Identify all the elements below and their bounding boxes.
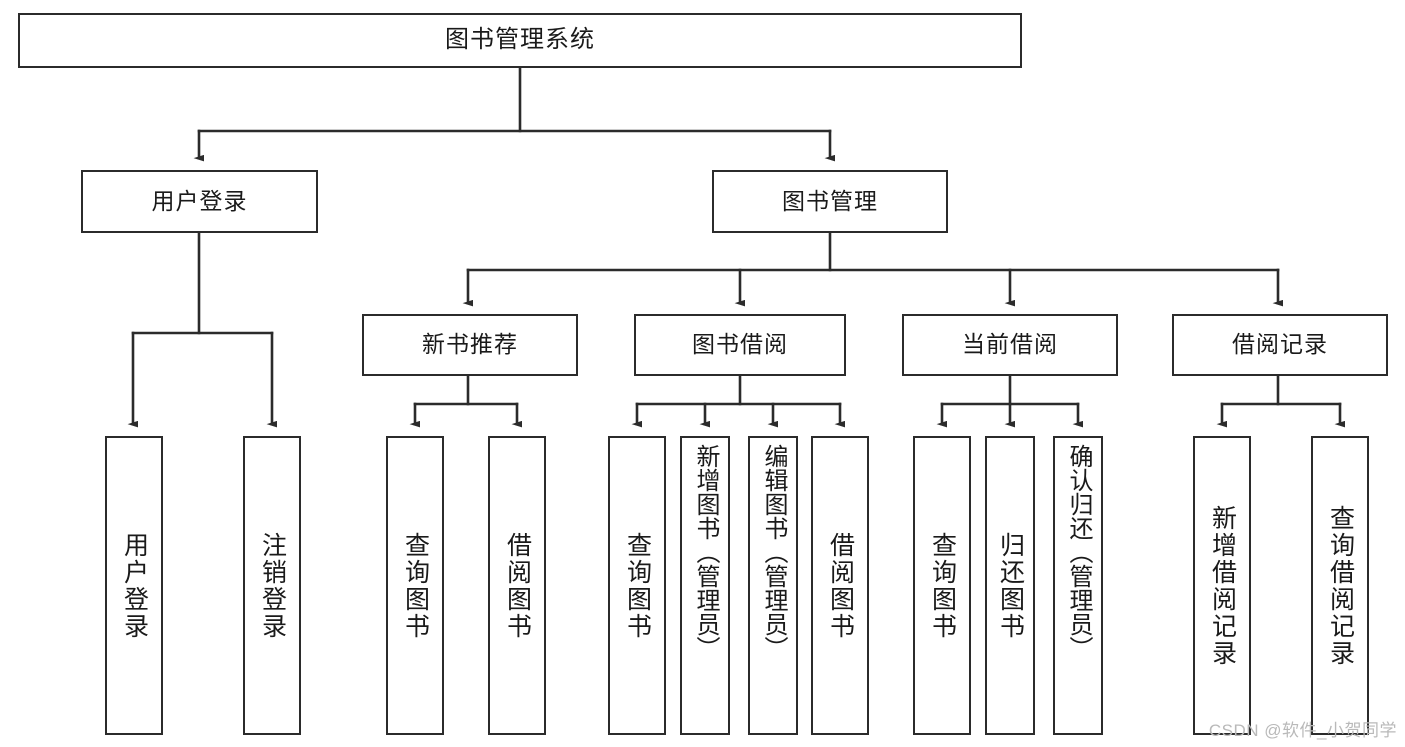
node-book-management[interactable]: 图书管理 [712, 170, 948, 233]
leaf-query-book-borrowing[interactable]: 查询图书 [608, 436, 666, 735]
leaf-confirm-return-admin[interactable]: 确认归还（管理员） [1053, 436, 1103, 735]
leaf-logout[interactable]: 注销登录 [243, 436, 301, 735]
leaf-query-book-recommendation[interactable]: 查询图书 [386, 436, 444, 735]
leaf-query-borrowing-record[interactable]: 查询借阅记录 [1311, 436, 1369, 735]
leaf-return-book[interactable]: 归还图书 [985, 436, 1035, 735]
leaf-borrow-book-borrowing[interactable]: 借阅图书 [811, 436, 869, 735]
leaf-borrow-book-recommendation[interactable]: 借阅图书 [488, 436, 546, 735]
node-new-book-recommendation[interactable]: 新书推荐 [362, 314, 578, 376]
node-current-borrowing[interactable]: 当前借阅 [902, 314, 1118, 376]
node-root-book-management-system[interactable]: 图书管理系统 [18, 13, 1022, 68]
node-borrowing-records[interactable]: 借阅记录 [1172, 314, 1388, 376]
node-user-login[interactable]: 用户登录 [81, 170, 318, 233]
leaf-user-login[interactable]: 用户登录 [105, 436, 163, 735]
leaf-query-book-current[interactable]: 查询图书 [913, 436, 971, 735]
leaf-add-borrowing-record[interactable]: 新增借阅记录 [1193, 436, 1251, 735]
leaf-edit-book-admin[interactable]: 编辑图书（管理员） [748, 436, 798, 735]
leaf-add-book-admin[interactable]: 新增图书（管理员） [680, 436, 730, 735]
node-book-borrowing[interactable]: 图书借阅 [634, 314, 846, 376]
